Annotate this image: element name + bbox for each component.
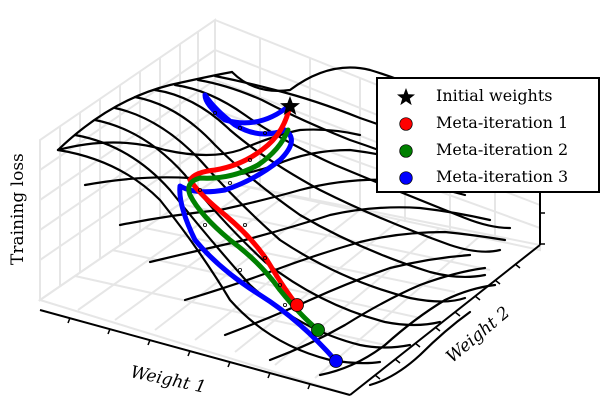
trajectory-meta-iteration-1 xyxy=(187,102,300,308)
initial-weights-star-marker xyxy=(280,96,300,115)
red-circle-icon xyxy=(399,117,413,131)
legend-label: Initial weights xyxy=(436,86,553,105)
legend-item-meta-iteration-3: Meta-iteration 3 xyxy=(378,165,598,191)
meta-iteration-3-end-marker xyxy=(329,354,343,368)
meta-iteration-1-end-marker xyxy=(290,298,304,312)
trajectories xyxy=(177,92,339,364)
axes xyxy=(39,150,545,396)
trajectory-meta-iteration-2 xyxy=(186,127,321,333)
z-axis-label: Training loss xyxy=(8,153,28,265)
legend-label: Meta-iteration 2 xyxy=(436,140,569,159)
trajectory-step-markers xyxy=(197,111,287,307)
legend-label: Meta-iteration 3 xyxy=(436,167,569,186)
legend-item-meta-iteration-2: Meta-iteration 2 xyxy=(378,138,598,164)
star-icon xyxy=(397,88,415,106)
blue-circle-icon xyxy=(399,171,413,185)
loss-surface-wireframe xyxy=(56,66,512,387)
legend-item-meta-iteration-1: Meta-iteration 1 xyxy=(378,111,598,137)
trajectory-meta-iteration-3 xyxy=(177,92,339,364)
green-circle-icon xyxy=(399,144,413,158)
legend-item-initial-weights: Initial weights xyxy=(378,84,598,110)
meta-iteration-2-end-marker xyxy=(311,323,325,337)
legend-label: Meta-iteration 1 xyxy=(436,113,569,132)
legend: Initial weights Meta-iteration 1 Meta-it… xyxy=(376,77,600,193)
